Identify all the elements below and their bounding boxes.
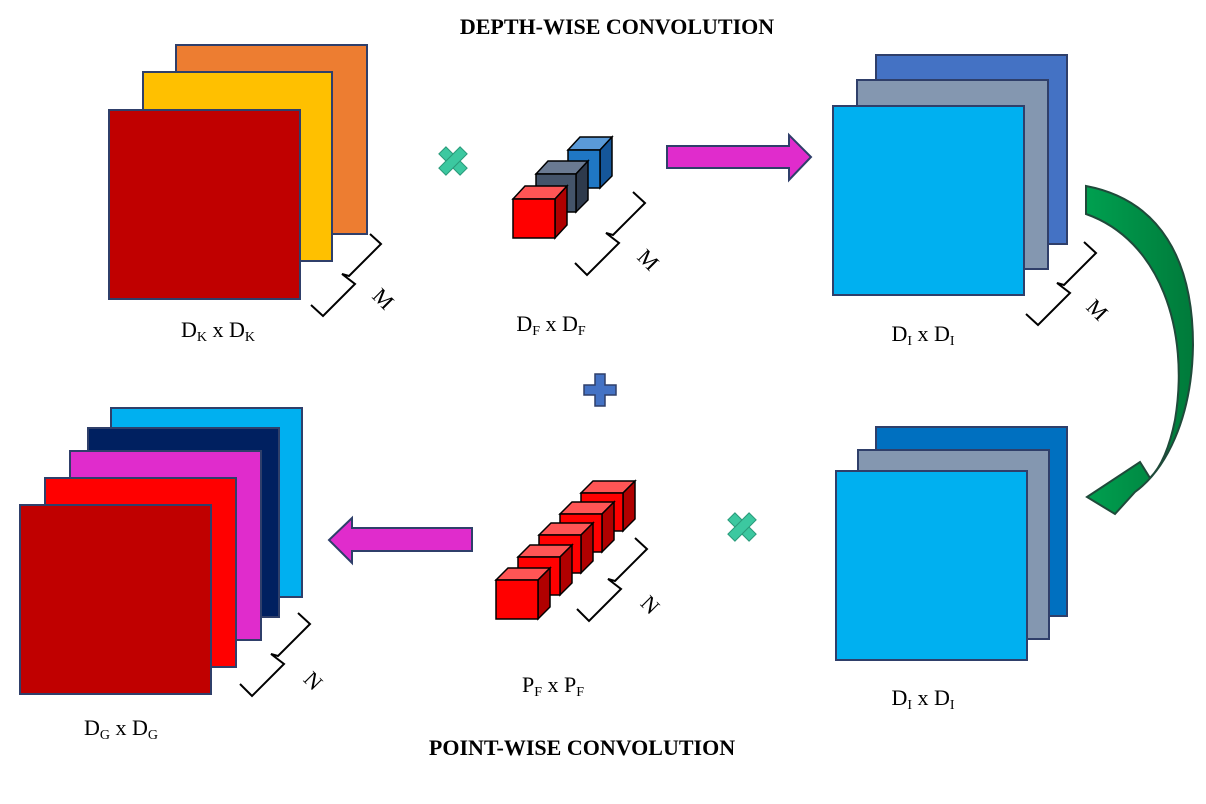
output-layer-1 xyxy=(19,504,212,695)
pointwise-title: POINT-WISE CONVOLUTION xyxy=(429,735,735,760)
inter-top-label: DI x DI xyxy=(891,321,954,349)
plus-icon xyxy=(583,373,617,407)
point-brace-label: N xyxy=(636,590,665,619)
point-cube-1 xyxy=(494,566,552,621)
arrow-left-icon xyxy=(327,515,473,566)
inter-top-brace-label: M xyxy=(1082,294,1114,326)
multiply-icon xyxy=(438,146,468,176)
depthwise-filter-cubes xyxy=(511,135,614,240)
curved-arrow-icon xyxy=(1085,184,1195,516)
point-label: PF x PF xyxy=(522,672,584,700)
filter-cube-red xyxy=(511,184,569,240)
input-label: DK x DK xyxy=(181,317,255,345)
depthwise-title: DEPTH-WISE CONVOLUTION xyxy=(460,14,774,39)
inter-top-layer-1 xyxy=(832,105,1025,296)
intermediate-stack-top xyxy=(832,54,1068,296)
input-brace-label: M xyxy=(368,283,400,315)
arrow-right-icon xyxy=(666,132,813,183)
inter-bottom-layer-1 xyxy=(835,470,1028,661)
output-stack xyxy=(19,407,303,695)
output-brace-label: N xyxy=(299,666,328,695)
filter-label: DF x DF xyxy=(516,311,586,339)
output-label: DG x DG xyxy=(84,715,158,743)
filter-brace-label: M xyxy=(633,244,665,276)
multiply-icon xyxy=(727,512,757,542)
pointwise-filter-cubes xyxy=(494,479,637,621)
input-layer-1 xyxy=(108,109,301,300)
input-stack xyxy=(108,44,368,300)
filter-brace: M xyxy=(574,191,665,277)
intermediate-stack-bottom xyxy=(835,426,1068,661)
inter-bottom-label: DI x DI xyxy=(891,685,954,713)
